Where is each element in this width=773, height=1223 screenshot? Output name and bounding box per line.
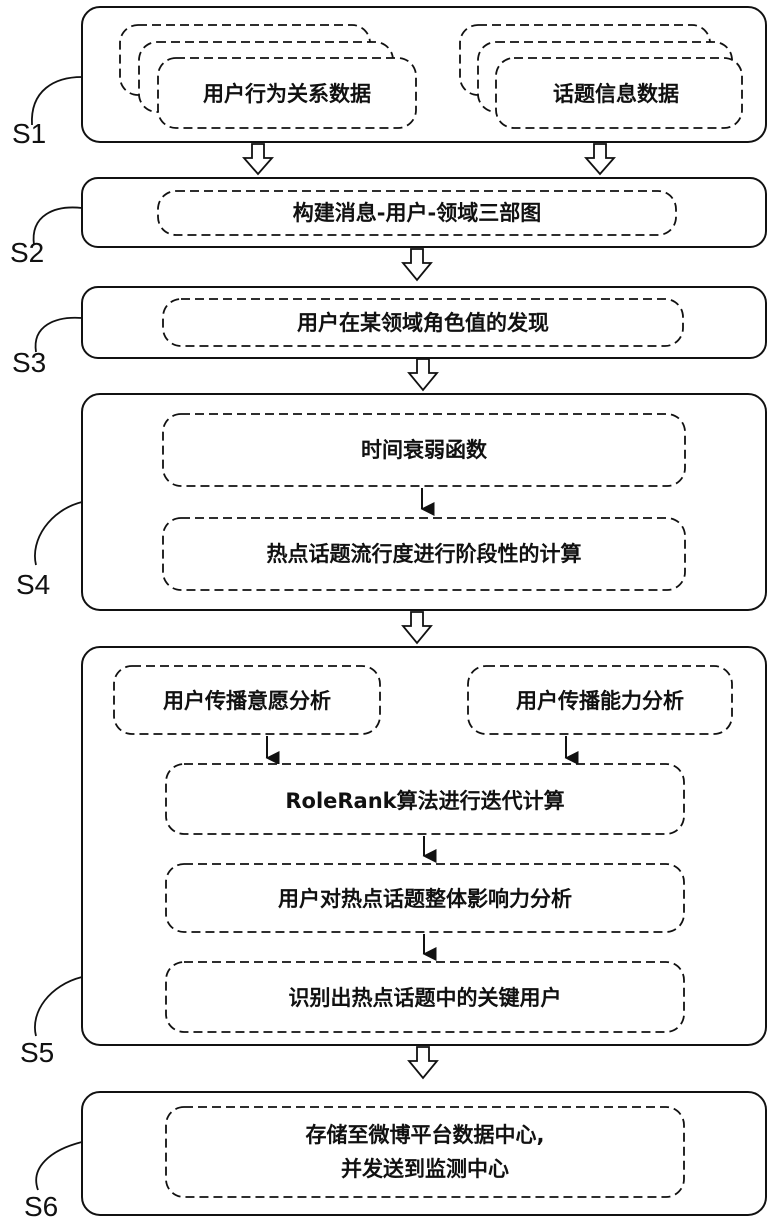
overall-influence-label: 用户对热点话题整体影响力分析: [278, 887, 572, 911]
popularity-calc-label: 热点话题流行度进行阶段性的计算: [267, 542, 582, 566]
s5-connector: [35, 977, 82, 1036]
tripartite-graph-label: 构建消息-用户-领域三部图: [293, 201, 541, 225]
s4-label: S4: [16, 569, 50, 600]
s2-label: S2: [10, 237, 44, 268]
rolerank-label: RoleRank算法进行迭代计算: [285, 789, 564, 813]
storage-box: [166, 1107, 684, 1197]
storage-line1: 存储至微博平台数据中心,: [306, 1123, 545, 1147]
arrow-s1-s2-right: [586, 144, 614, 174]
key-users-label: 识别出热点话题中的关键用户: [289, 986, 562, 1010]
arrow-s5-s6: [409, 1047, 437, 1078]
topic-info-data-label: 话题信息数据: [553, 82, 679, 106]
topic-info-data-stack: [460, 25, 742, 128]
s3-label: S3: [12, 347, 46, 378]
time-decay-label: 时间衰弱函数: [361, 438, 488, 462]
willingness-label: 用户传播意愿分析: [163, 689, 331, 713]
arrow-s2-s3: [403, 249, 431, 280]
role-value-label: 用户在某领域角色值的发现: [297, 311, 549, 335]
ability-label: 用户传播能力分析: [516, 689, 684, 713]
s1-label: S1: [12, 118, 46, 149]
arrow-s3-s4: [409, 359, 437, 390]
arrow-s1-s2-left: [244, 144, 272, 174]
storage-line2: 并发送到监测中心: [341, 1157, 509, 1181]
s6-label: S6: [24, 1191, 58, 1222]
s4-connector: [35, 502, 82, 565]
s6-connector: [36, 1142, 82, 1190]
user-relation-data-label: 用户行为关系数据: [203, 82, 371, 106]
arrow-s4-s5: [403, 612, 431, 643]
s5-label: S5: [20, 1037, 54, 1068]
